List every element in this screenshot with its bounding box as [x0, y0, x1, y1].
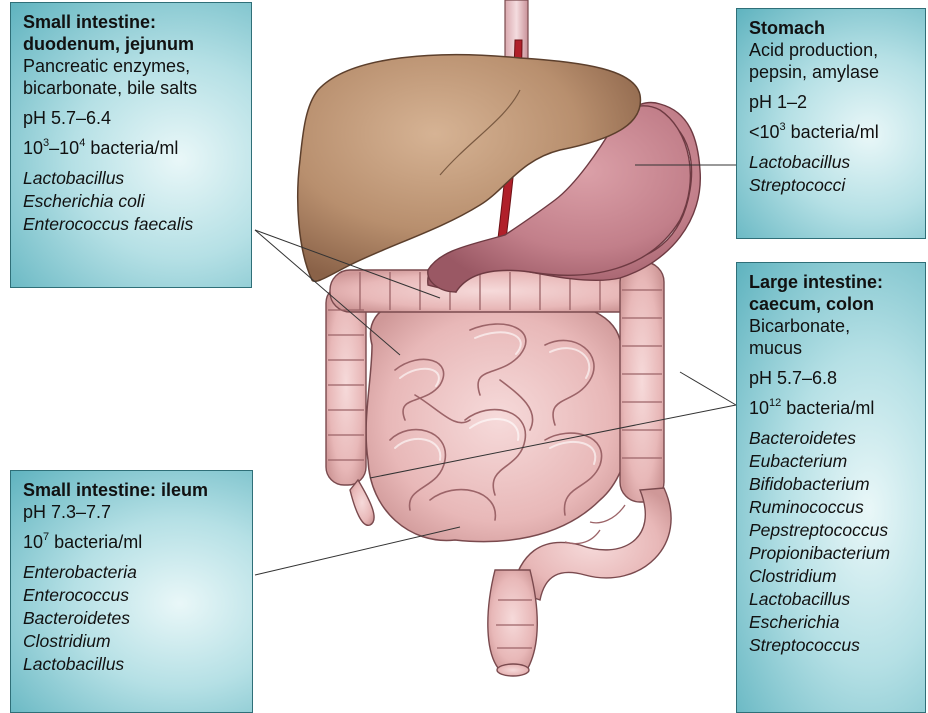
callout-title-line1: Small intestine: — [23, 11, 241, 33]
bacteria-base: 10 — [23, 532, 43, 552]
bacteria-count: 1012 bacteria/ml — [749, 397, 915, 419]
callout-title: Stomach — [749, 17, 915, 39]
secretions-line2: bicarbonate, bile salts — [23, 77, 241, 99]
organism-item: Ruminococcus — [749, 496, 915, 519]
organism-item: Bifidobacterium — [749, 473, 915, 496]
bacteria-base: 10 — [23, 138, 43, 158]
organism-list: Bacteroidetes Eubacterium Bifidobacteriu… — [749, 427, 915, 657]
organism-item: Escherichia — [749, 611, 915, 634]
secretions-line1: Bicarbonate, — [749, 315, 915, 337]
secretions-line1: Acid production, — [749, 39, 915, 61]
bacteria-unit: bacteria/ml — [85, 138, 178, 158]
organism-item: Bacteroidetes — [23, 607, 242, 630]
callout-small-intestine-ileum: Small intestine: ileum pH 7.3–7.7 107 ba… — [10, 470, 253, 713]
ph-range: pH 5.7–6.8 — [749, 367, 915, 389]
organism-item: Streptococcus — [749, 634, 915, 657]
bacteria-count: 103–104 bacteria/ml — [23, 137, 241, 159]
bacteria-exponent: 7 — [43, 531, 49, 543]
ph-range: pH 1–2 — [749, 91, 915, 113]
bacteria-unit: bacteria/ml — [49, 532, 142, 552]
organism-item: Enterobacteria — [23, 561, 242, 584]
organism-item: Streptococci — [749, 174, 915, 197]
bacteria-exponent: 12 — [769, 397, 781, 409]
organism-item: Pepstreptococcus — [749, 519, 915, 542]
callout-title: Small intestine: ileum — [23, 479, 242, 501]
organism-item: Enterococcus faecalis — [23, 213, 241, 236]
ph-range: pH 7.3–7.7 — [23, 501, 242, 523]
callout-stomach: Stomach Acid production, pepsin, amylase… — [736, 8, 926, 239]
bacteria-unit: bacteria/ml — [781, 398, 874, 418]
callout-large-intestine: Large intestine: caecum, colon Bicarbona… — [736, 262, 926, 713]
organism-list: Enterobacteria Enterococcus Bacteroidete… — [23, 561, 242, 676]
organism-item: Lactobacillus — [23, 167, 241, 190]
organism-item: Lactobacillus — [23, 653, 242, 676]
bacteria-count: 107 bacteria/ml — [23, 531, 242, 553]
organism-item: Escherichia coli — [23, 190, 241, 213]
bacteria-base: 10 — [749, 398, 769, 418]
organism-item: Lactobacillus — [749, 151, 915, 174]
ph-range: pH 5.7–6.4 — [23, 107, 241, 129]
callout-title-line2: duodenum, jejunum — [23, 33, 241, 55]
organism-item: Clostridium — [749, 565, 915, 588]
bacteria-exponent-1: 3 — [43, 137, 49, 149]
bacteria-exponent-2: 4 — [79, 137, 85, 149]
bacteria-exponent: 3 — [780, 121, 786, 133]
secretions-line2: mucus — [749, 337, 915, 359]
bacteria-count: <103 bacteria/ml — [749, 121, 915, 143]
organism-item: Bacteroidetes — [749, 427, 915, 450]
secretions-line1: Pancreatic enzymes, — [23, 55, 241, 77]
organism-list: Lactobacillus Streptococci — [749, 151, 915, 197]
callout-small-intestine-duodenum-jejunum: Small intestine: duodenum, jejunum Pancr… — [10, 2, 252, 288]
organism-item: Clostridium — [23, 630, 242, 653]
bacteria-range-mid: –10 — [49, 138, 79, 158]
organism-item: Enterococcus — [23, 584, 242, 607]
organism-list: Lactobacillus Escherichia coli Enterococ… — [23, 167, 241, 236]
bacteria-base: <10 — [749, 122, 780, 142]
organism-item: Eubacterium — [749, 450, 915, 473]
organism-item: Lactobacillus — [749, 588, 915, 611]
bacteria-unit: bacteria/ml — [786, 122, 879, 142]
callout-title-line1: Large intestine: — [749, 271, 915, 293]
secretions-line2: pepsin, amylase — [749, 61, 915, 83]
small-intestine-loops — [366, 296, 632, 541]
callout-title-line2: caecum, colon — [749, 293, 915, 315]
organism-item: Propionibacterium — [749, 542, 915, 565]
